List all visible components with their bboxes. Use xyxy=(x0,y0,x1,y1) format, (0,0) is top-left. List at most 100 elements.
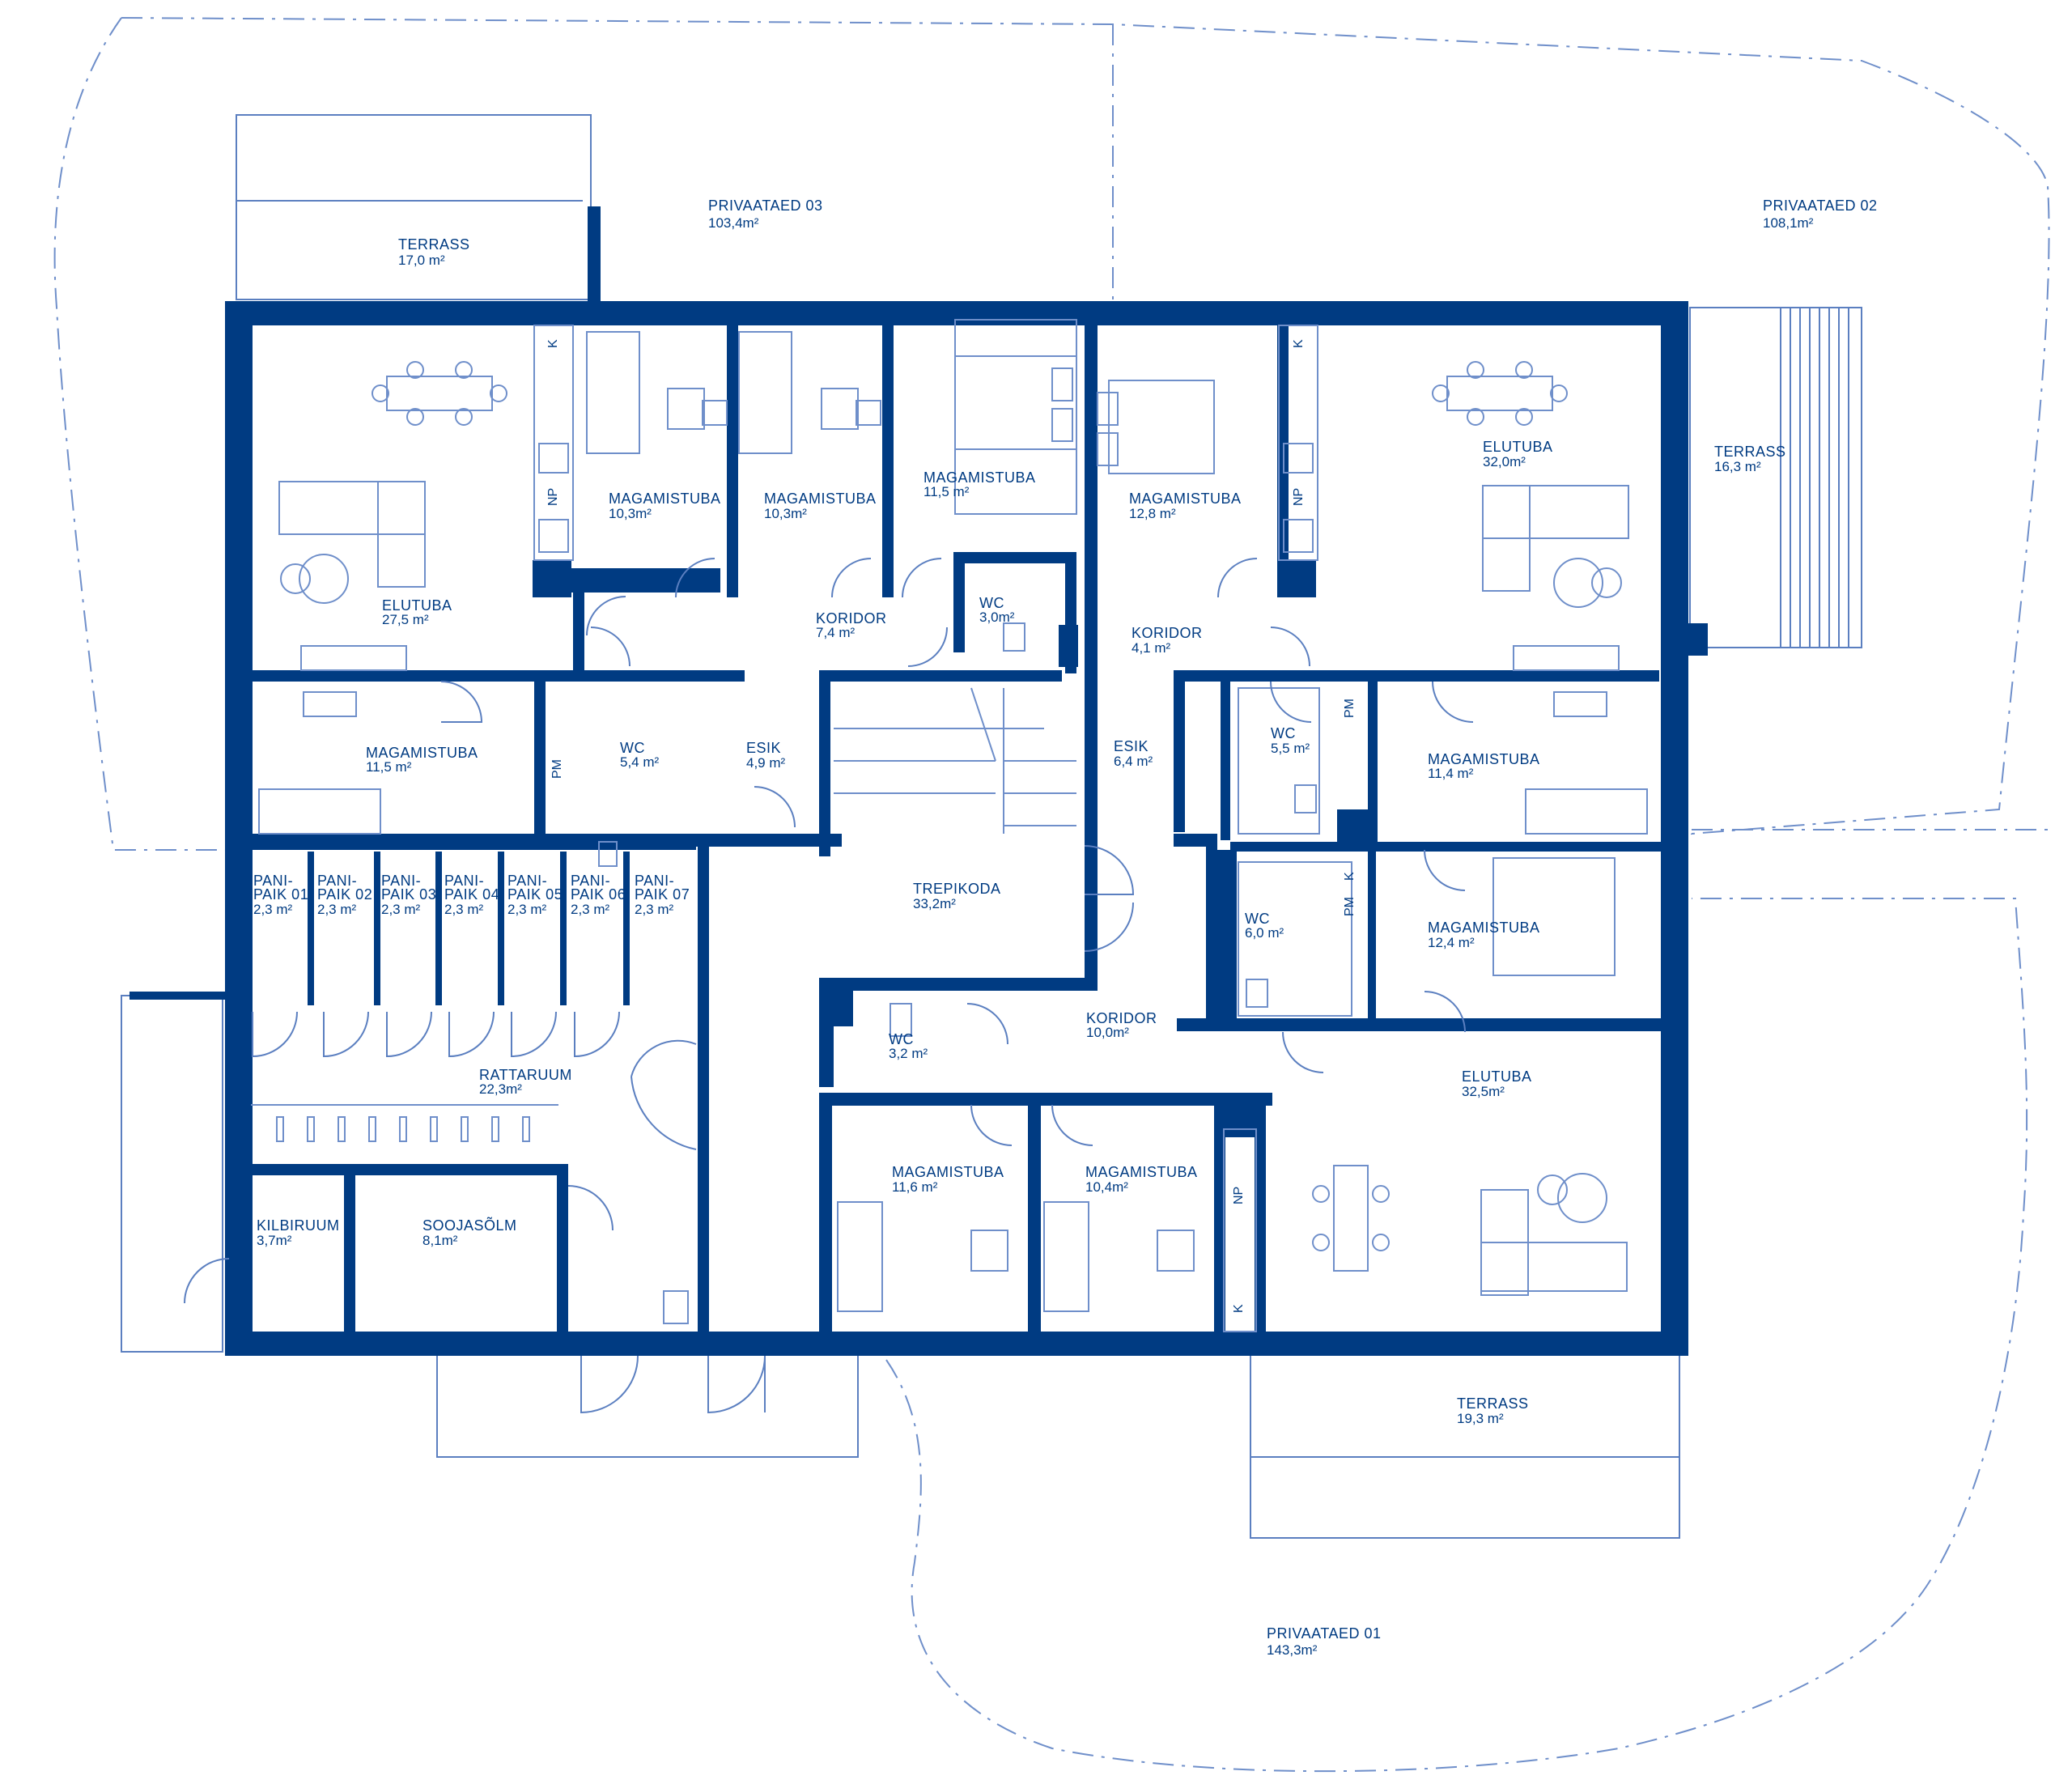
garden-boundaries xyxy=(53,17,2050,1773)
storage-labels: PANI- PAIK 01 2,3 m² PANI- PAIK 02 2,3 m… xyxy=(253,873,690,917)
room-area: 12,8 m² xyxy=(1129,506,1176,521)
room-area: 3,2 m² xyxy=(889,1046,928,1061)
marker-k: K xyxy=(1343,872,1357,881)
terrace-outlines xyxy=(121,114,1862,1539)
walls xyxy=(130,206,1708,1356)
room-name: RATTARUUM xyxy=(479,1067,572,1083)
storage-line1: PANI- xyxy=(444,873,484,889)
storage-line1: PANI- xyxy=(253,873,293,889)
storage-line2: PAIK 01 xyxy=(253,886,308,903)
room-area: 10,0m² xyxy=(1086,1025,1129,1040)
room-area: 3,7m² xyxy=(257,1233,292,1248)
terrace-2-name: TERRASS xyxy=(1714,444,1786,460)
room-area: 4,1 m² xyxy=(1132,640,1171,656)
room-name: MAGAMISTUBA xyxy=(609,491,721,507)
room-name: MAGAMISTUBA xyxy=(892,1164,1004,1180)
storage-line2: PAIK 05 xyxy=(507,886,563,903)
terrace-1-name: TERRASS xyxy=(398,236,470,253)
room-area: 11,4 m² xyxy=(1428,766,1474,781)
room-name: KORIDOR xyxy=(816,610,887,627)
storage-line1: PANI- xyxy=(507,873,547,889)
room-area: 33,2m² xyxy=(913,896,956,911)
marker-pm: PM xyxy=(1343,897,1357,916)
room-name: MAGAMISTUBA xyxy=(1085,1164,1198,1180)
room-name: WC xyxy=(979,595,1004,611)
room-area: 5,5 m² xyxy=(1271,741,1310,756)
garden-labels: PRIVAATAED 03 103,4m² PRIVAATAED 02 108,… xyxy=(708,198,1878,1658)
room-labels: ELUTUBA 27,5 m² MAGAMISTUBA 10,3m² MAGAM… xyxy=(257,439,1553,1248)
storage-line1: PANI- xyxy=(571,873,610,889)
storage-line2: PAIK 04 xyxy=(444,886,499,903)
garden-02-name: PRIVAATAED 02 xyxy=(1763,198,1878,214)
room-area: 11,5 m² xyxy=(923,484,970,499)
doors xyxy=(184,558,1474,1414)
marker-k: K xyxy=(1232,1304,1246,1313)
storage-area: 2,3 m² xyxy=(507,902,547,917)
marker-np: NP xyxy=(546,488,560,506)
room-name: MAGAMISTUBA xyxy=(923,469,1036,486)
room-area: 6,0 m² xyxy=(1245,925,1284,941)
marker-np: NP xyxy=(1232,1187,1246,1204)
room-name: MAGAMISTUBA xyxy=(1428,920,1540,936)
room-name: ELUTUBA xyxy=(382,597,452,614)
room-name: ELUTUBA xyxy=(1483,439,1553,455)
marker-k: K xyxy=(546,339,560,348)
garden-01-name: PRIVAATAED 01 xyxy=(1267,1625,1382,1642)
terrace-labels: TERRASS 17,0 m² TERRASS 16,3 m² TERRASS … xyxy=(398,236,1786,1426)
storage-area: 2,3 m² xyxy=(317,902,357,917)
storage-line1: PANI- xyxy=(317,873,357,889)
garden-03-area: 103,4m² xyxy=(708,215,759,231)
marker-np: NP xyxy=(1292,488,1306,506)
room-name: KORIDOR xyxy=(1132,625,1203,641)
room-name: WC xyxy=(620,740,645,756)
room-area: 3,0m² xyxy=(979,610,1015,625)
marker-pm: PM xyxy=(1343,699,1357,718)
garden-02-area: 108,1m² xyxy=(1763,215,1814,231)
room-name: MAGAMISTUBA xyxy=(366,745,478,761)
storage-area: 2,3 m² xyxy=(253,902,293,917)
room-area: 12,4 m² xyxy=(1428,935,1475,950)
room-area: 6,4 m² xyxy=(1114,754,1153,769)
marker-k: K xyxy=(1292,339,1306,348)
room-name: MAGAMISTUBA xyxy=(764,491,877,507)
storage-line2: PAIK 06 xyxy=(571,886,626,903)
room-area: 32,0m² xyxy=(1483,454,1526,469)
furniture xyxy=(251,319,1648,1332)
room-area: 7,4 m² xyxy=(816,625,856,640)
storage-area: 2,3 m² xyxy=(444,902,484,917)
room-area: 10,4m² xyxy=(1085,1179,1128,1195)
room-area: 10,3m² xyxy=(609,506,652,521)
storage-area: 2,3 m² xyxy=(381,902,421,917)
storage-line2: PAIK 02 xyxy=(317,886,372,903)
room-name: TREPIKODA xyxy=(913,881,1001,897)
garden-03-name: PRIVAATAED 03 xyxy=(708,198,823,214)
room-name: KORIDOR xyxy=(1086,1010,1157,1026)
room-name: ESIK xyxy=(746,740,781,756)
storage-area: 2,3 m² xyxy=(571,902,610,917)
room-name: WC xyxy=(1245,911,1270,927)
terrace-2-area: 16,3 m² xyxy=(1714,459,1761,474)
fixture-markers: K NP K NP PM PM K PM NP K xyxy=(546,339,1357,1313)
storage-line2: PAIK 07 xyxy=(635,886,690,903)
room-area: 27,5 m² xyxy=(382,612,429,627)
storage-line1: PANI- xyxy=(381,873,421,889)
room-name: ESIK xyxy=(1114,738,1149,754)
terrace-3-name: TERRASS xyxy=(1457,1395,1529,1412)
room-name: WC xyxy=(889,1031,914,1047)
storage-line1: PANI- xyxy=(635,873,674,889)
room-name: ELUTUBA xyxy=(1462,1068,1532,1085)
room-name: KILBIRUUM xyxy=(257,1217,340,1234)
storage-line2: PAIK 03 xyxy=(381,886,436,903)
marker-pm: PM xyxy=(550,759,564,779)
room-area: 22,3m² xyxy=(479,1081,522,1097)
room-name: SOOJASÕLM xyxy=(422,1217,517,1234)
room-area: 8,1m² xyxy=(422,1233,458,1248)
room-name: MAGAMISTUBA xyxy=(1129,491,1242,507)
room-area: 4,9 m² xyxy=(746,755,786,771)
room-name: MAGAMISTUBA xyxy=(1428,751,1540,767)
terrace-1-area: 17,0 m² xyxy=(398,253,445,268)
room-area: 32,5m² xyxy=(1462,1084,1505,1099)
room-name: WC xyxy=(1271,725,1296,741)
room-area: 5,4 m² xyxy=(620,754,660,770)
